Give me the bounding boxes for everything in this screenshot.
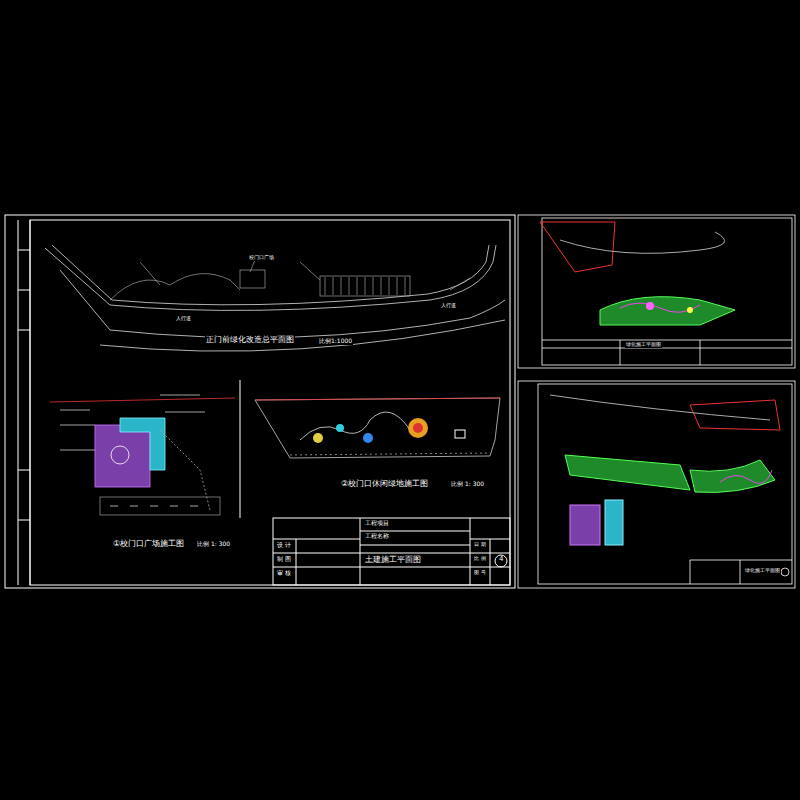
- drawing-label: 工程项目: [364, 520, 390, 527]
- drawing-label: 比例 1: 300: [450, 481, 485, 488]
- drawing-label: 绿化施工平面图: [744, 568, 781, 574]
- drawing-label: 比例1:1000: [318, 338, 353, 345]
- drawing-label: 比 例: [473, 556, 487, 562]
- drawing-label: 比例 1: 300: [196, 541, 231, 548]
- drawing-label: 正门前绿化改造总平面图: [205, 336, 295, 345]
- drawing-label: 4: [498, 556, 504, 564]
- drawing-label: 设 计: [276, 542, 292, 549]
- drawing-label: 图 号: [473, 570, 487, 576]
- drawing-label: 人行道: [175, 316, 192, 322]
- drawing-label: 人行道: [440, 303, 457, 309]
- drawing-label: 日 期: [473, 542, 487, 548]
- drawing-label: 土建施工平面图: [364, 556, 422, 565]
- drawing-label: ②校门口休闲绿地施工图: [340, 480, 429, 489]
- drawing-label: 工程名称: [364, 533, 390, 540]
- drawing-label: 制 图: [276, 556, 292, 563]
- drawing-label: 绿化施工平面图: [625, 342, 662, 348]
- drawing-label: ①校门口广场施工图: [112, 540, 185, 549]
- drawing-label: 审 核: [276, 570, 292, 577]
- drawing-label: 校门口广场: [248, 255, 275, 261]
